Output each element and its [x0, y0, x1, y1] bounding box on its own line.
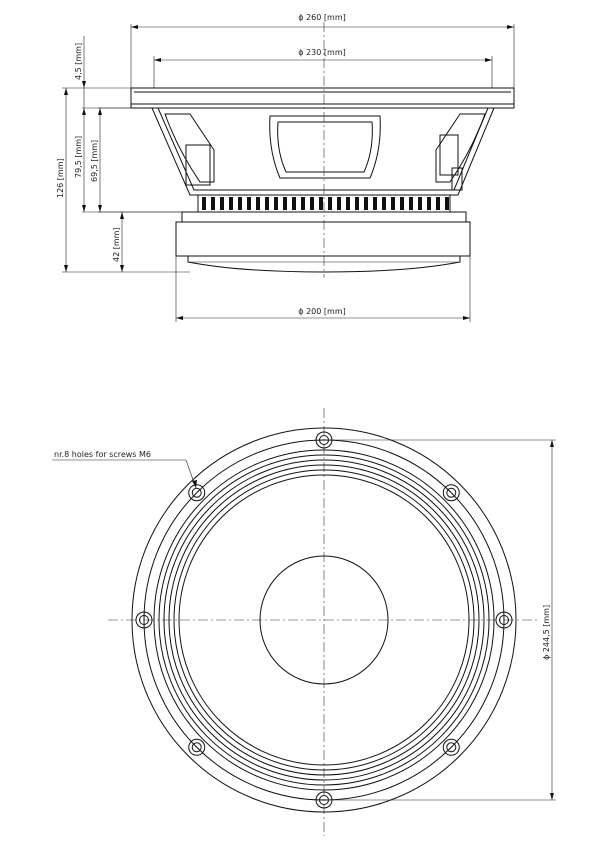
dimension-bolt-circle: ϕ 244,5 [mm] — [324, 439, 556, 801]
bolt-circle-label: ϕ 244,5 [mm] — [542, 605, 551, 660]
mounting-hole — [188, 738, 206, 756]
cooling-fin — [202, 197, 206, 210]
cooling-fin — [292, 197, 296, 210]
mounting-hole — [495, 611, 513, 629]
holes-note: nr.8 holes for screws M6 — [52, 450, 197, 489]
cooling-fin — [373, 197, 377, 210]
cooling-fin — [328, 197, 332, 210]
dimension-flange-diameter: ϕ 260 [mm] — [130, 13, 515, 88]
cooling-fin — [391, 197, 395, 210]
flange-diameter-label: ϕ 260 [mm] — [298, 13, 345, 22]
cooling-fin — [229, 197, 233, 210]
cooling-fin — [436, 197, 440, 210]
cooling-fin — [445, 197, 449, 210]
cooling-fin — [211, 197, 215, 210]
cooling-fin — [265, 197, 269, 210]
outer-flange-circle — [131, 427, 517, 813]
mounting-hole — [188, 484, 206, 502]
mounting-hole — [442, 484, 460, 502]
cooling-fin — [364, 197, 368, 210]
cooling-fin — [400, 197, 404, 210]
cooling-fin — [238, 197, 242, 210]
dimension-vertical-left: 4,5 [mm] 126 [mm] 79,5 [mm] 69,5 [mm] 42… — [56, 36, 190, 273]
speaker-magnet — [175, 211, 471, 273]
magnet-diameter-label: ϕ 200 [mm] — [298, 307, 345, 316]
baffle-diameter-label: ϕ 230 [mm] — [298, 48, 345, 57]
cooling-fin — [418, 197, 422, 210]
total-depth-label: 126 [mm] — [56, 158, 65, 198]
front-view: nr.8 holes for screws M6 ϕ 244,5 [mm] — [52, 408, 556, 836]
cooling-fin — [427, 197, 431, 210]
cooling-fin — [310, 197, 314, 210]
holes-note-label: nr.8 holes for screws M6 — [54, 450, 151, 459]
cooling-fin — [346, 197, 350, 210]
cooling-fin — [256, 197, 260, 210]
cooling-fin — [274, 197, 278, 210]
flange-thickness-label: 4,5 [mm] — [74, 43, 83, 80]
cooling-fin — [247, 197, 251, 210]
mounting-hole — [442, 738, 460, 756]
mounting-hole — [135, 611, 153, 629]
cooling-fin — [382, 197, 386, 210]
depth-a-label: 79,5 [mm] — [74, 136, 83, 178]
speaker-basket — [151, 107, 495, 196]
depth-b-label: 69,5 [mm] — [90, 140, 99, 182]
cooling-fin — [337, 197, 341, 210]
cooling-fin — [409, 197, 413, 210]
magnet-height-label: 42 [mm] — [112, 227, 121, 262]
cooling-fin — [319, 197, 323, 210]
surround-rings — [153, 449, 495, 791]
cooling-fin — [355, 197, 359, 210]
dimension-baffle-diameter: ϕ 230 [mm] — [153, 48, 493, 88]
side-view: ϕ 260 [mm] ϕ 230 [mm] 4,5 [mm] — [56, 13, 515, 322]
speaker-flange — [130, 87, 515, 109]
cooling-fin — [283, 197, 287, 210]
cooling-fin — [301, 197, 305, 210]
cooling-fin — [220, 197, 224, 210]
dust-cap — [259, 555, 389, 685]
mounting-holes — [135, 431, 513, 809]
dimension-magnet-diameter: ϕ 200 [mm] — [175, 256, 471, 322]
